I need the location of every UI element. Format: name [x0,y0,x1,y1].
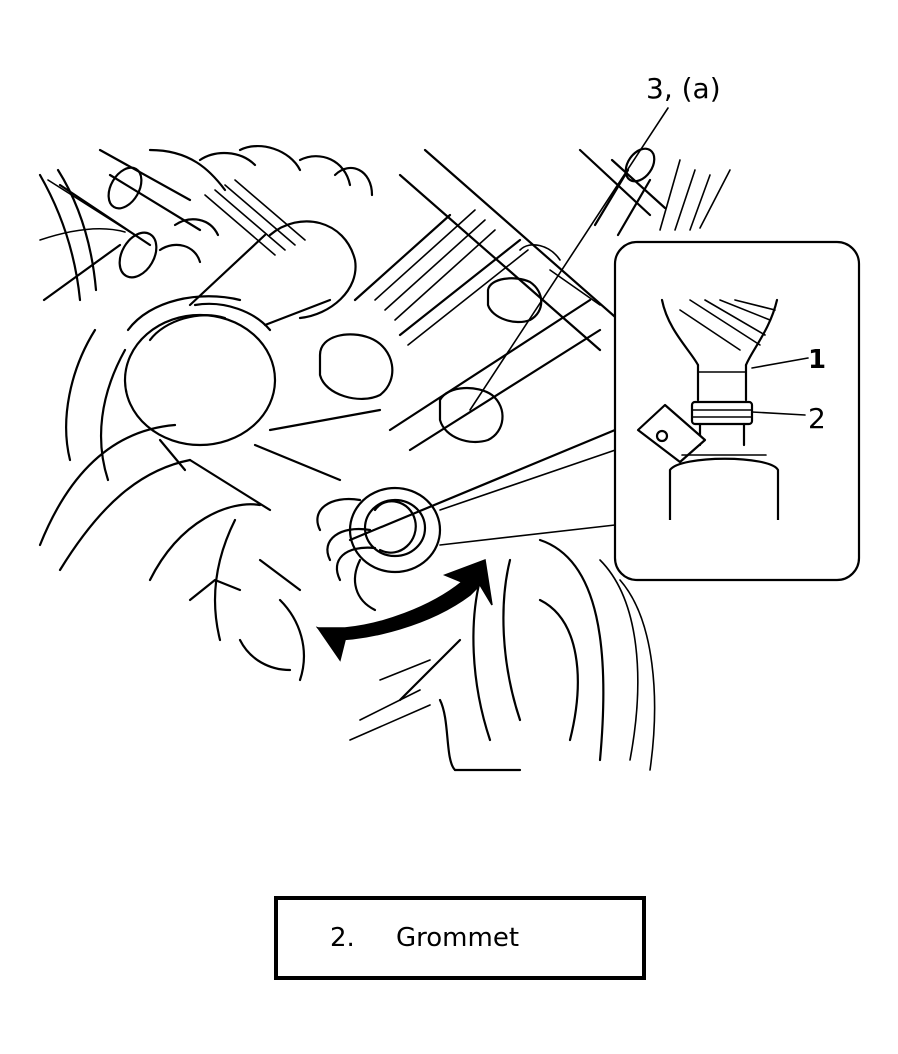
callout-3a-leader [469,107,669,411]
detail-callout-1: 1 [751,345,826,375]
caption-name: Grommet [396,923,520,953]
injector-assembly [348,486,442,612]
detail-callout-1-label: 1 [808,345,826,375]
engine-block [38,145,731,772]
rotation-arrow [315,558,493,662]
detail-callout-2: 2 [751,402,826,435]
detail-leaders [439,444,631,546]
detail-callout-2-label: 2 [808,402,826,435]
caption-number: 2. [330,923,355,953]
callout-3a-label: 3, (a) [646,72,721,105]
detail-inset [613,240,861,582]
caption-box: 2. Grommet [274,896,646,980]
